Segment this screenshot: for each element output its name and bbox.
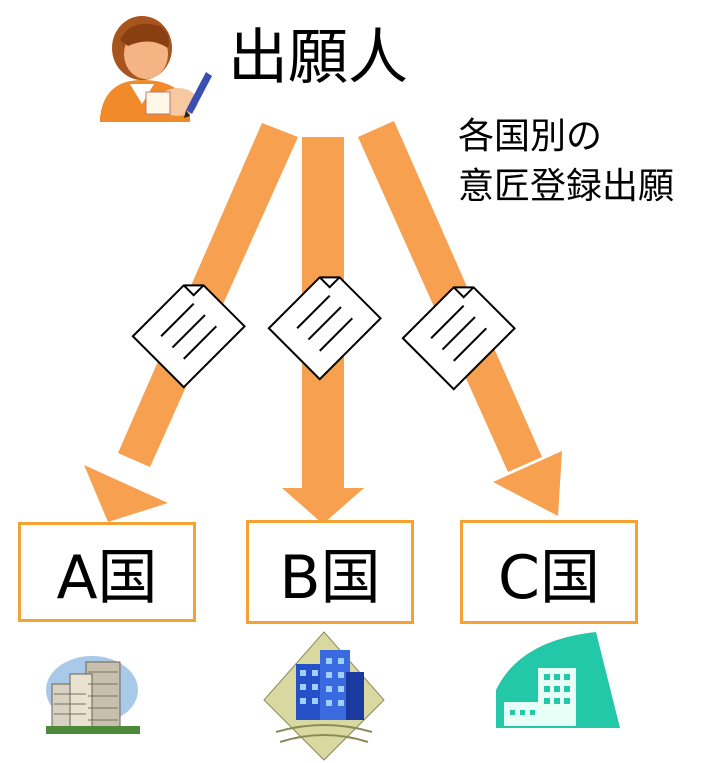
document-icon <box>401 286 516 391</box>
office-building-icon <box>46 656 140 734</box>
blue-building-icon <box>263 631 385 761</box>
teal-building-icon <box>496 632 620 728</box>
applicant-label: 出願人 <box>228 23 408 93</box>
country-box-b: B国 <box>246 520 414 624</box>
filing-note-line-1: 各国別の <box>458 116 603 157</box>
document-icon <box>131 284 246 389</box>
document-icon <box>267 276 382 381</box>
filing-note: 各国別の 意匠登録出願 <box>458 112 674 212</box>
country-box-a: A国 <box>18 522 196 622</box>
filing-note-line-2: 意匠登録出願 <box>458 166 675 207</box>
applicant-person-icon <box>100 16 212 122</box>
country-box-c: C国 <box>460 520 638 624</box>
